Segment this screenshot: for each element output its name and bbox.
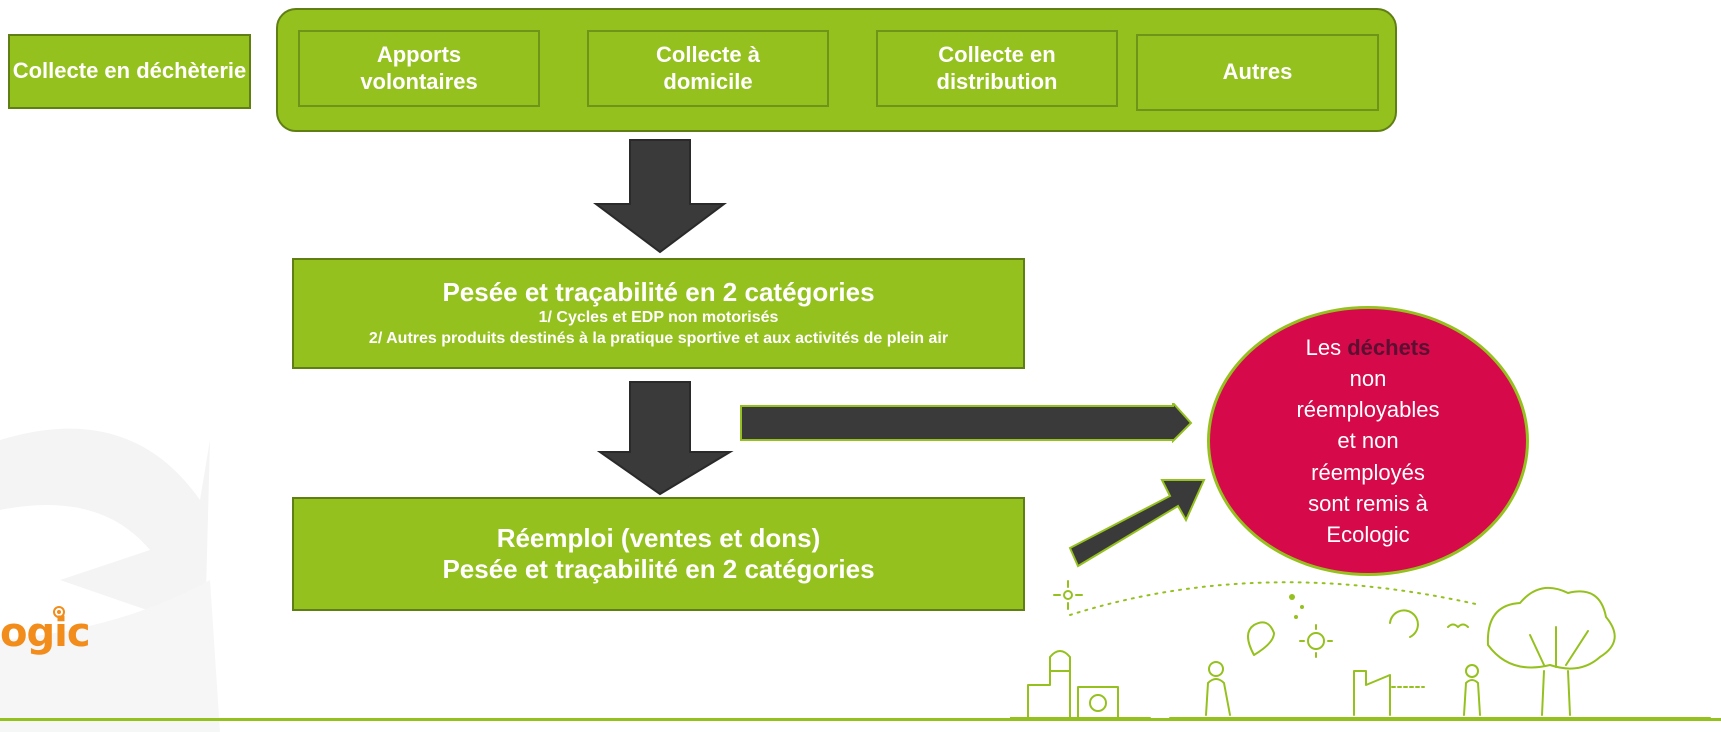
recycle-icon (1389, 609, 1419, 638)
collect-apports-box: Apports volontaires (298, 30, 540, 107)
collect-autres-box: Autres (1136, 34, 1379, 111)
diagonal-arrow (1068, 479, 1206, 568)
output-circle-text: Les déchets non réemployables et non rée… (1288, 332, 1448, 551)
footer-line (0, 718, 1721, 721)
collect-dechetterie-label: Collecte en déchèterie (12, 58, 247, 84)
circle-prefix: Les (1305, 334, 1348, 360)
pesee-line2: 2/ Autres produits destinés à la pratiqu… (368, 330, 949, 348)
collect-autres-label: Autres (1222, 59, 1293, 85)
location-pin-icon (1247, 621, 1275, 656)
logo-dot-icon (53, 606, 65, 618)
ecologic-logo: ogic (0, 606, 110, 666)
collect-distribution-box: Collecte en distribution (876, 30, 1118, 107)
reemploi-line1: Réemploi (ventes et dons) (496, 522, 821, 553)
person-icon (1205, 661, 1231, 716)
logo-text: ogic (0, 610, 91, 656)
chimney-icon (1353, 670, 1391, 716)
collect-distribution-label: Collecte en distribution (936, 42, 1058, 94)
footer-illustration (1010, 580, 1711, 721)
person-icon-2 (1463, 664, 1481, 716)
pesee-title: Pesée et traçabilité en 2 catégories (442, 277, 875, 308)
output-circle: Les déchets non réemployables et non rée… (1207, 306, 1529, 576)
down-arrow-1 (593, 139, 727, 254)
circle-rest: non réemployables et non réemployés sont… (1296, 365, 1440, 548)
watermark-arc-icon (0, 428, 220, 732)
down-arrow-2 (596, 381, 734, 496)
tree-icon (1486, 586, 1616, 716)
collect-dechetterie-box: Collecte en déchèterie (8, 34, 251, 109)
dotted-arc (1069, 581, 1481, 616)
circle-highlight: déchets (1347, 334, 1431, 360)
pesee-box: Pesée et traçabilité en 2 catégories 1/ … (292, 258, 1025, 369)
gear-icon (1299, 624, 1333, 658)
sun-icon (1053, 580, 1083, 610)
collect-domicile-box: Collecte à domicile (587, 30, 829, 107)
right-arrow (740, 403, 1193, 443)
factory-icon (1027, 650, 1119, 721)
bird-icon (1447, 623, 1469, 628)
reemploi-box: Réemploi (ventes et dons) Pesée et traça… (292, 497, 1025, 611)
collect-apports-label: Apports volontaires (360, 42, 478, 94)
reemploi-line2: Pesée et traçabilité en 2 catégories (442, 554, 875, 584)
collect-domicile-label: Collecte à domicile (656, 42, 760, 94)
collect-channels-panel (276, 8, 1397, 132)
pesee-line1: 1/ Cycles et EDP non motorisés (538, 309, 779, 327)
